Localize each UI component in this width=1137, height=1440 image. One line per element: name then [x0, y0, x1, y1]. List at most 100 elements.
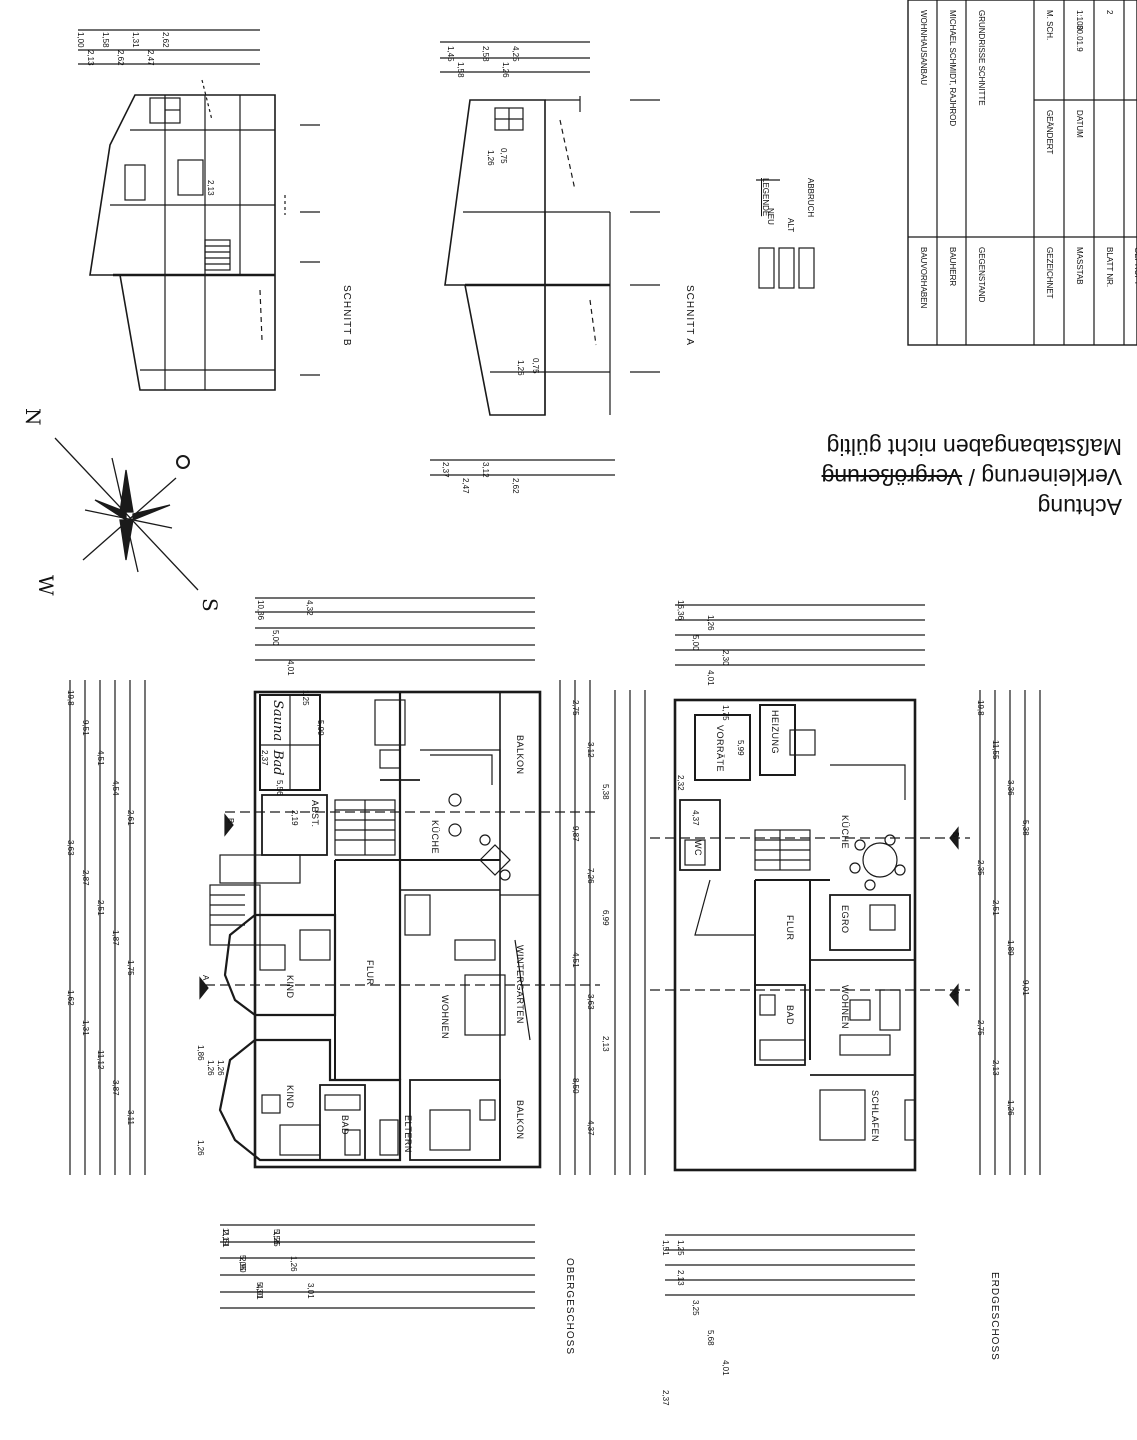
upper-mid-dim-3: 9,87 — [571, 826, 580, 842]
section-a-dim-1: 2,58 — [481, 46, 490, 62]
ground-room-2: KÜCHE — [840, 815, 850, 850]
upper-room-7: KIND — [285, 1085, 295, 1109]
upper-left-dim-0: 19,8 — [66, 690, 75, 706]
upper-cut-mark-a: A — [201, 975, 210, 981]
sauna-word-sauna: Sauna — [270, 700, 285, 742]
upper-left-dim-8: 1,87 — [111, 930, 120, 946]
ground-right-dim-9: 2,13 — [991, 1060, 1000, 1076]
upper-bottom-dim-5: 3,01 — [306, 1283, 315, 1299]
title-block-value-5: 2 — [1105, 10, 1114, 15]
upper-room-6: WINTERGARTEN — [515, 945, 525, 1024]
section-b-dim-3: 2,62 — [116, 50, 125, 66]
section-a-label: SCHNITT A — [684, 285, 695, 347]
ground-cut-mark-b: B — [951, 832, 960, 838]
upper-top-dim-3: 1,25 — [301, 690, 310, 706]
upper-mid-dim-7: 3,63 — [586, 994, 595, 1010]
upper-top-dim-2: 4,01 — [286, 660, 295, 676]
upper-room-5: WOHNEN — [440, 995, 450, 1039]
upper-bottom-dim-9: 1,25 — [272, 1231, 281, 1247]
ground-bottom-dim-3: 5,68 — [706, 1330, 715, 1346]
upper-room-9: ELTERN — [403, 1115, 413, 1153]
upper-left-dim-3: 4,54 — [111, 780, 120, 796]
ground-room-3: WC — [693, 840, 703, 856]
ground-top-dim-4: 5,99 — [736, 740, 745, 756]
section-a-dim-6: 3,12 — [481, 462, 490, 478]
upper-left-dim-4: 2,61 — [126, 810, 135, 826]
ground-top-dim-0: 16,36 — [676, 600, 685, 621]
legend-item-abbruch: ABBRUCH — [806, 178, 815, 218]
upper-bottom-dim-8: 4,01 — [255, 1284, 264, 1300]
notice-line-2a: Verkleinerung / — [962, 464, 1122, 490]
ground-room-0: VORRÄTE — [715, 725, 725, 773]
section-a-dim-3: 1,58 — [456, 62, 465, 78]
upper-bay-dim-2: 1,26 — [216, 1060, 225, 1076]
ground-top-dim-1: 5,00 — [691, 635, 700, 651]
upper-left-dim-5: 3,63 — [66, 840, 75, 856]
title-block-value-0: WOHNHAUSANBAU — [919, 10, 928, 86]
title-block-extra-label-4: DATUM — [1075, 110, 1084, 138]
upper-top-dim-7: 2,19 — [290, 810, 299, 826]
section-a-dim-5: 2,37 — [441, 462, 450, 478]
upper-top-dim-4: 5,99 — [316, 720, 325, 736]
title-block-extra-label-3: GEÄNDERT — [1045, 110, 1054, 155]
upper-bottom-dim-4: 1,26 — [289, 1256, 298, 1272]
section-b-dim-5: 2,47 — [146, 50, 155, 66]
ground-bottom-dim-1: 2,13 — [676, 1270, 685, 1286]
upper-mid-dim-10: 4,37 — [586, 1120, 595, 1136]
ground-room-6: WOHNEN — [840, 985, 850, 1029]
compass-rose — [54, 437, 199, 591]
scale-notice: Achtung Verkleinerung / Vergrößerung Maß… — [822, 432, 1122, 522]
compass-n: N — [21, 408, 45, 426]
upper-mid-dim-6: 4,51 — [571, 952, 580, 968]
ground-bottom-dim-0: 1,51 — [661, 1240, 670, 1256]
notice-line-1: Achtung — [1037, 494, 1122, 520]
upper-room-2: ABST. — [310, 800, 320, 828]
upper-top-dim-8: 4,32 — [305, 600, 314, 616]
ground-room-7: EGRO — [840, 905, 850, 934]
upper-floor-name: OBERGESCHOSS — [564, 1258, 575, 1356]
notice-line-3: Maßstabangaben nicht gültig — [826, 434, 1122, 460]
section-a-dim-2: 4,25 — [511, 46, 520, 62]
sauna-word-bad: Bad — [270, 750, 285, 776]
title-block-label-4: MASSTAB — [1075, 247, 1084, 285]
upper-floor-plan — [69, 597, 600, 1309]
title-block-frame — [907, 0, 1137, 346]
ground-top-dim-5: 2,32 — [676, 775, 685, 791]
ground-top-dim-2: 4,01 — [706, 670, 715, 686]
compass-w: W — [34, 575, 58, 596]
ground-right-dim-4: 2,35 — [976, 860, 985, 876]
upper-mid-dim-4: 7,26 — [586, 868, 595, 884]
title-block-label-1: BAUHERR — [948, 247, 957, 287]
upper-top-dim-5: 2,37 — [260, 750, 269, 766]
legend-item-neu: NEU — [766, 208, 775, 225]
ground-room-8: SCHLAFEN — [870, 1090, 880, 1143]
section-inner-dim-1: 1,26 — [486, 150, 495, 166]
ground-cut-mark-a: A — [951, 990, 960, 996]
upper-top-dim-6: 5,56 — [275, 780, 284, 796]
upper-left-dim-7: 2,51 — [96, 900, 105, 916]
ground-bottom-dim-5: 2,37 — [661, 1390, 670, 1406]
section-a-dim-0: 1,45 — [446, 46, 455, 62]
upper-mid-dim-1: 3,12 — [586, 742, 595, 758]
ground-bottom-dim-4: 4,01 — [721, 1360, 730, 1376]
ground-right-dim-1: 11,55 — [991, 740, 1000, 760]
section-b-label: SCHNITT B — [341, 285, 352, 347]
section-a-dim-4: 1,26 — [501, 62, 510, 78]
title-block-label-0: BAUVORHABEN — [919, 247, 928, 309]
ground-bottom-dim-6: 1,25 — [676, 1240, 685, 1256]
upper-bay-dim-3: 1,26 — [196, 1140, 205, 1156]
title-block-value-2: GRUNDRISSE SCHNITTE — [977, 10, 986, 106]
title-block-extra-value-4: 30.01.9 — [1075, 25, 1084, 52]
upper-room-1: KÜCHE — [430, 820, 440, 855]
ground-floor-plan — [614, 604, 1041, 1296]
section-b-dim-6: 2,62 — [161, 32, 170, 48]
title-block-label-5: BLATT NR. — [1105, 247, 1114, 288]
upper-bay-dim-1: 1,26 — [206, 1060, 215, 1076]
upper-bottom-dim-6: 2,19 — [221, 1230, 230, 1246]
upper-left-dim-11: 1,31 — [81, 1020, 90, 1036]
ground-right-dim-8: 2,75 — [976, 1020, 985, 1036]
ground-room-1: HEIZUNG — [770, 710, 780, 754]
upper-mid-dim-2: 5,38 — [601, 784, 610, 800]
upper-room-10: BALKON — [515, 1100, 525, 1140]
